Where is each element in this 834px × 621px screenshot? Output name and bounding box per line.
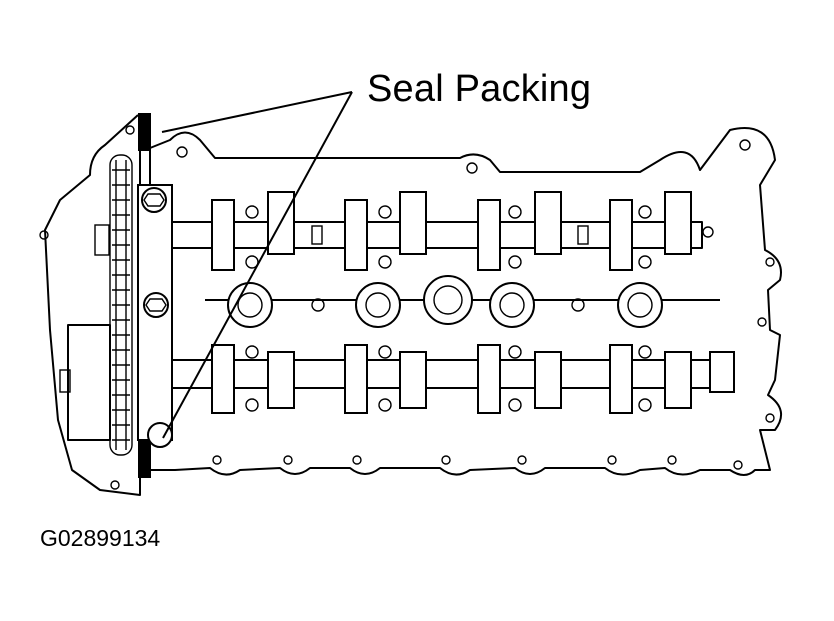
- timing-chain: [109, 154, 133, 456]
- sprocket-bolt-bottom: [147, 422, 173, 448]
- cover-bolt-hole: [39, 230, 49, 240]
- seal-packing-leader-lines: [161, 91, 353, 439]
- vvt-housing: [67, 324, 111, 441]
- sprocket-bolt-top: [141, 187, 167, 213]
- seal-packing-top: [138, 113, 151, 151]
- figure-id: G02899134: [40, 525, 161, 551]
- exhaust-camshaft: [171, 344, 735, 414]
- spark-plug-wells: [205, 275, 720, 328]
- intake-camshaft: [171, 191, 703, 271]
- cylinder-head-outline: [149, 127, 783, 476]
- cover-bolt-hole: [110, 480, 120, 490]
- cover-bolt-hole: [125, 125, 135, 135]
- sprocket-bolt-middle: [143, 292, 169, 318]
- timing-cover-plate: [44, 114, 141, 496]
- seal-packing-bottom: [138, 440, 151, 478]
- seal-packing-label: Seal Packing: [367, 68, 592, 110]
- cam-cap-bolts: [245, 205, 652, 412]
- flange-bolt-holes: [176, 139, 775, 470]
